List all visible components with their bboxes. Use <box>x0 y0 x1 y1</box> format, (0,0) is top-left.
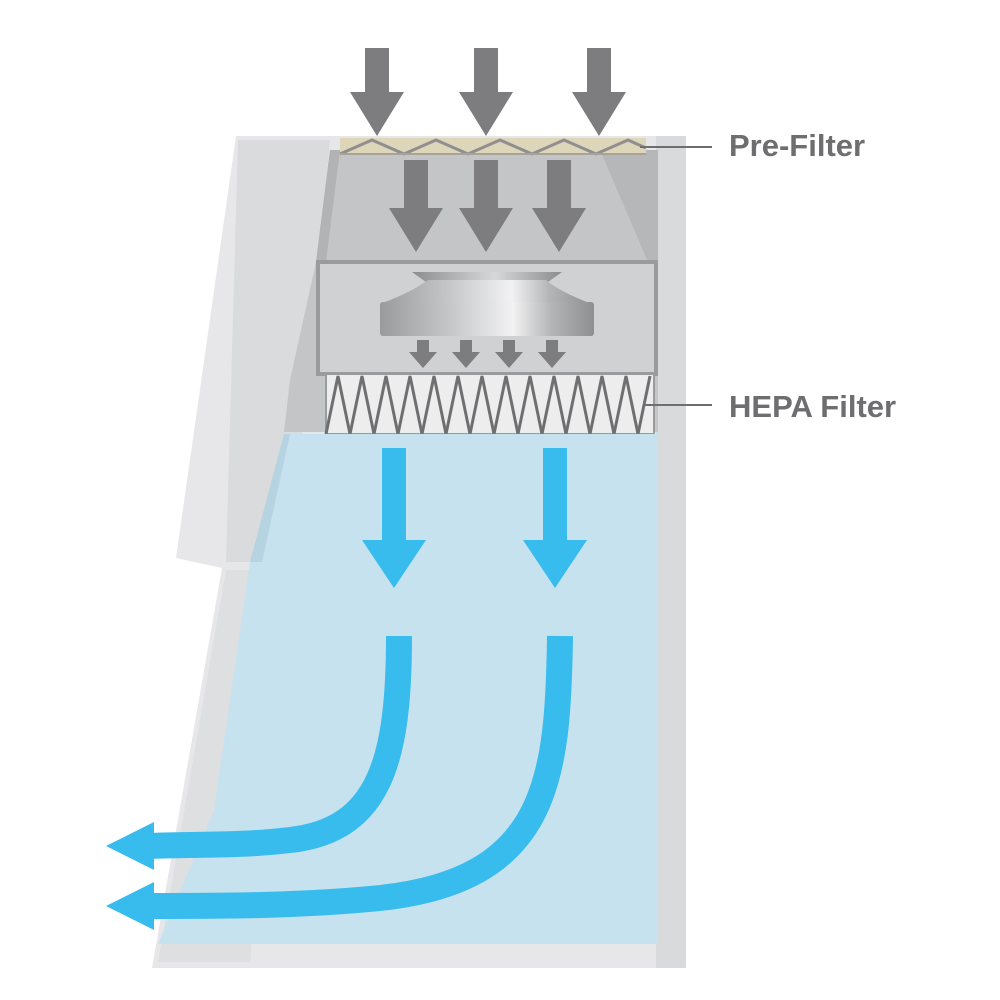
housing-shadow-right <box>600 150 658 262</box>
hepa-filter <box>324 373 655 435</box>
cabinet-right-wall <box>656 136 686 968</box>
arrow-left-icon <box>106 822 154 870</box>
arrow-down-icon <box>362 448 426 588</box>
housing-shadow-left <box>316 150 340 262</box>
pre-filter <box>339 138 647 156</box>
arrow-down-icon <box>409 340 437 368</box>
intake-arrows-top <box>350 48 626 136</box>
outflow-arrows <box>106 635 573 930</box>
arrow-down-icon <box>532 160 586 252</box>
arrow-down-icon <box>538 340 566 368</box>
fan-base-disc <box>380 302 594 336</box>
cabinet-front-panel <box>226 140 330 562</box>
curved-arrow-icon <box>149 635 412 859</box>
fan-upper-body <box>380 280 592 304</box>
fan-top-hub <box>412 272 562 282</box>
arrow-down-icon <box>452 340 480 368</box>
arrow-down-icon <box>459 48 513 136</box>
intake-arrows-middle <box>389 160 586 252</box>
arrow-down-icon <box>572 48 626 136</box>
blower-fan-icon <box>380 272 594 336</box>
fan-outlet-arrows <box>409 340 566 368</box>
pre-filter-pleats <box>339 138 647 156</box>
curved-arrow-icon <box>149 635 573 919</box>
arrow-down-icon <box>350 48 404 136</box>
arrow-down-icon <box>389 160 443 252</box>
pre-filter-label: Pre-Filter <box>729 128 866 163</box>
downflow-arrows <box>362 448 587 588</box>
hepa-filter-pleats <box>324 375 652 435</box>
callout-lines <box>640 146 712 406</box>
arrow-down-icon <box>495 340 523 368</box>
hepa-filter-label: HEPA Filter <box>729 389 897 424</box>
arrow-left-icon <box>106 882 154 930</box>
arrow-down-icon <box>523 448 587 588</box>
work-zone-shading <box>250 434 290 562</box>
arrow-down-icon <box>459 160 513 252</box>
